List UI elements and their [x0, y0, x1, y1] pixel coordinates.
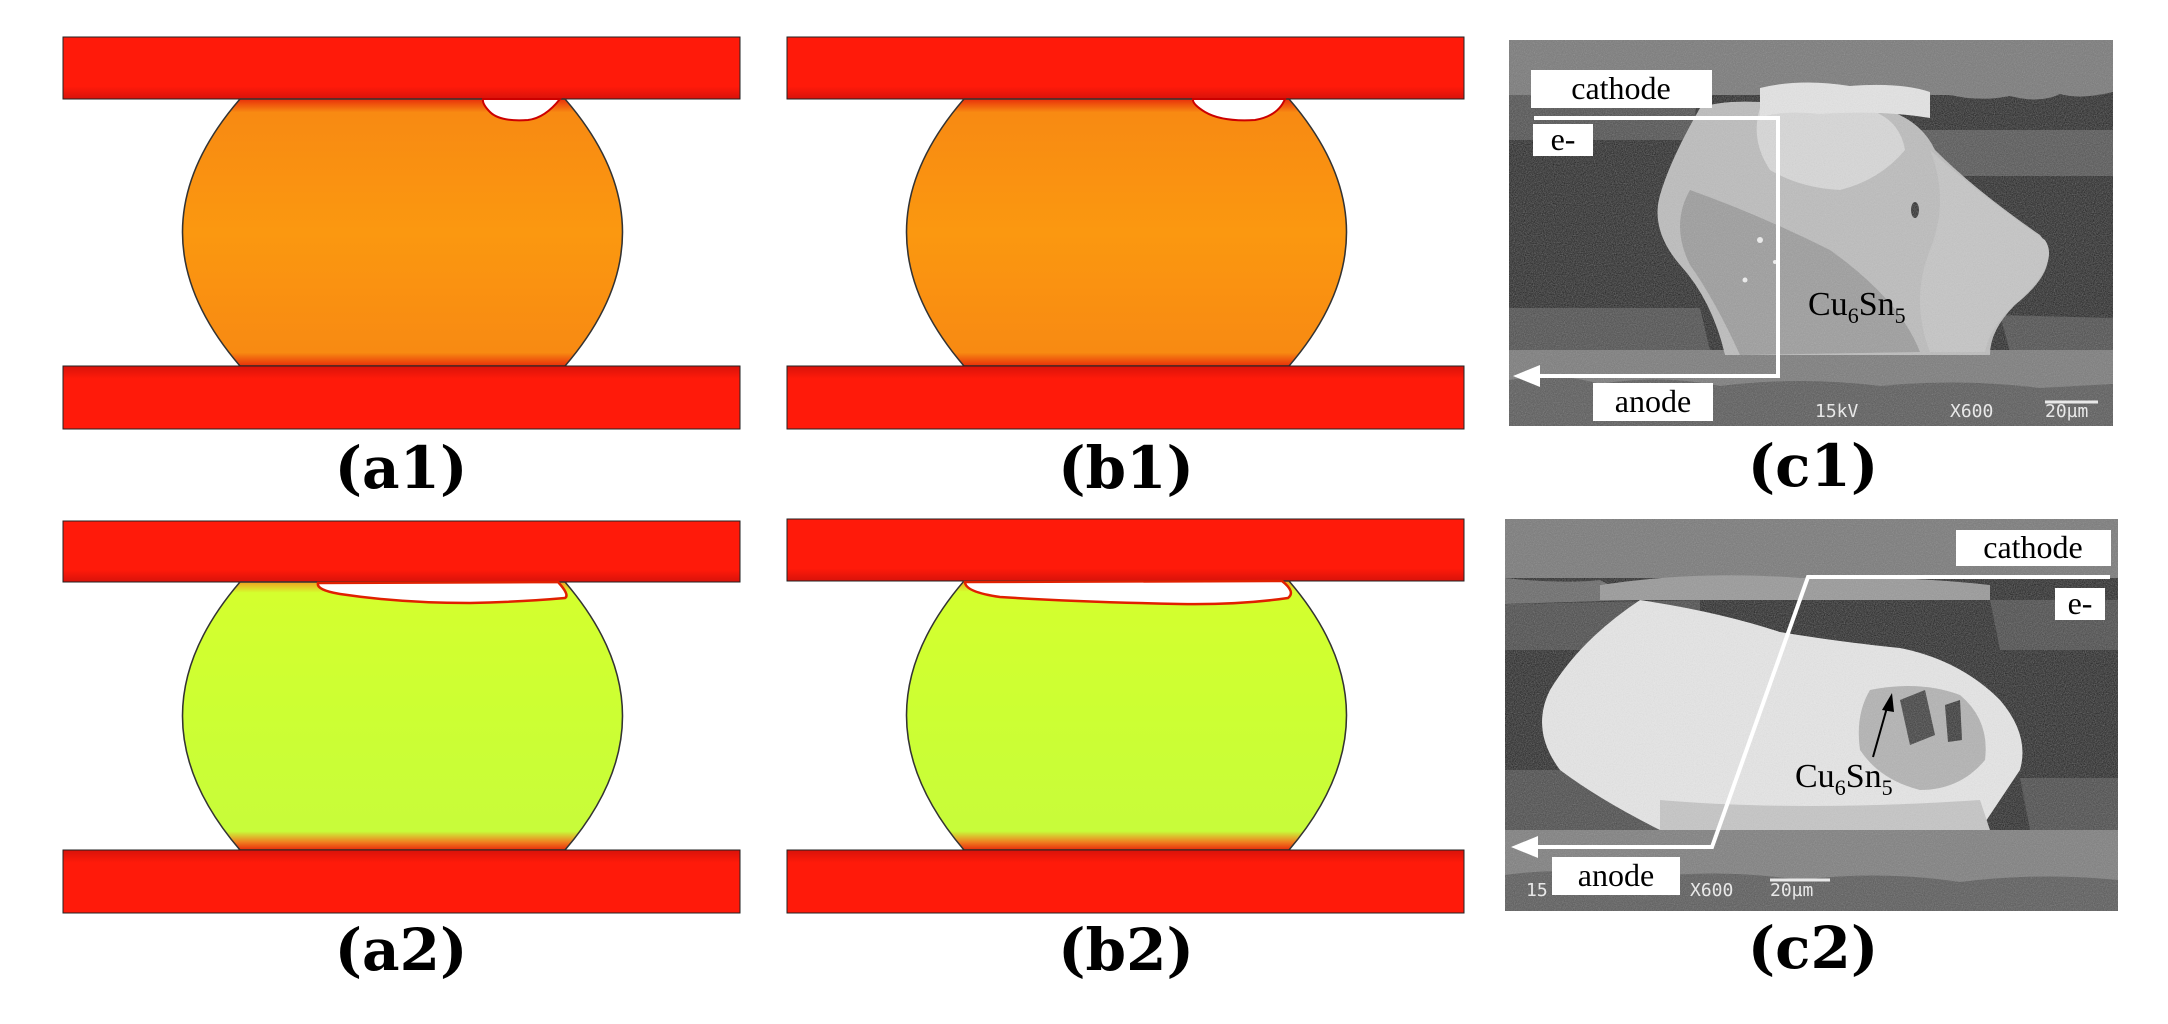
panel-c2: cathode e- anode Cu6Sn5 15 X600 20µm (c2…: [1505, 519, 2118, 982]
sem-image: [1509, 40, 2113, 426]
top-substrate: [786, 518, 1465, 582]
top-substrate: [62, 520, 741, 583]
anode-label-box: [1593, 383, 1713, 421]
magnification-readout: X600: [1690, 880, 1733, 901]
voltage-readout: 15: [1526, 880, 1548, 901]
anode-label-box: [1552, 857, 1680, 895]
solder-joint: [905, 98, 1348, 367]
solder-joint: [181, 581, 624, 851]
compound-pointer: [1872, 703, 1889, 758]
scale-readout: 20µm: [2045, 401, 2088, 422]
top-substrate: [786, 36, 1465, 100]
electron-label-box: [2055, 588, 2105, 620]
panel-c1: cathode e- anode Cu6Sn5 15kV X600 20µm (…: [1509, 40, 2113, 500]
cathode-label-box: [1956, 530, 2111, 566]
solder-joint: [905, 580, 1348, 851]
panel-b1: (b1): [786, 36, 1465, 502]
anode-label: anode: [1578, 857, 1654, 893]
caption: (a1): [335, 434, 468, 502]
void: [1191, 98, 1287, 122]
top-substrate: [62, 36, 741, 100]
cathode-label: cathode: [1571, 70, 1671, 106]
panel-a1: (a1): [62, 36, 741, 502]
voltage-readout: 15kV: [1815, 401, 1859, 422]
compound-label: Cu6Sn5: [1795, 758, 1893, 800]
anode-label: anode: [1615, 383, 1691, 419]
caption: (c2): [1748, 914, 1879, 982]
caption: (b1): [1058, 434, 1194, 502]
void: [481, 98, 563, 122]
void: [963, 579, 1293, 606]
electron-label-box: [1533, 124, 1593, 156]
bottom-substrate: [62, 849, 741, 914]
solder-joint: [181, 98, 624, 367]
caption: (a2): [335, 916, 468, 984]
scale-readout: 20µm: [1770, 880, 1813, 901]
cathode-label-box: [1531, 70, 1712, 108]
current-path-arrow: [1513, 116, 1780, 387]
magnification-readout: X600: [1950, 401, 1993, 422]
electron-label: e-: [2068, 585, 2093, 621]
cathode-label: cathode: [1983, 529, 2083, 565]
void: [316, 580, 568, 605]
caption: (b2): [1058, 916, 1194, 984]
compound-pointer-head: [1882, 693, 1894, 712]
electron-label: e-: [1551, 121, 1576, 157]
caption: (c1): [1748, 432, 1879, 500]
sem-image: [1505, 519, 2118, 911]
panel-a2: (a2): [62, 520, 741, 984]
bottom-substrate: [786, 365, 1465, 430]
bottom-substrate: [786, 849, 1465, 914]
bottom-substrate: [62, 365, 741, 430]
current-path-arrow: [1511, 575, 2110, 858]
compound-label: Cu6Sn5: [1808, 286, 1906, 328]
panel-b2: (b2): [786, 518, 1465, 984]
